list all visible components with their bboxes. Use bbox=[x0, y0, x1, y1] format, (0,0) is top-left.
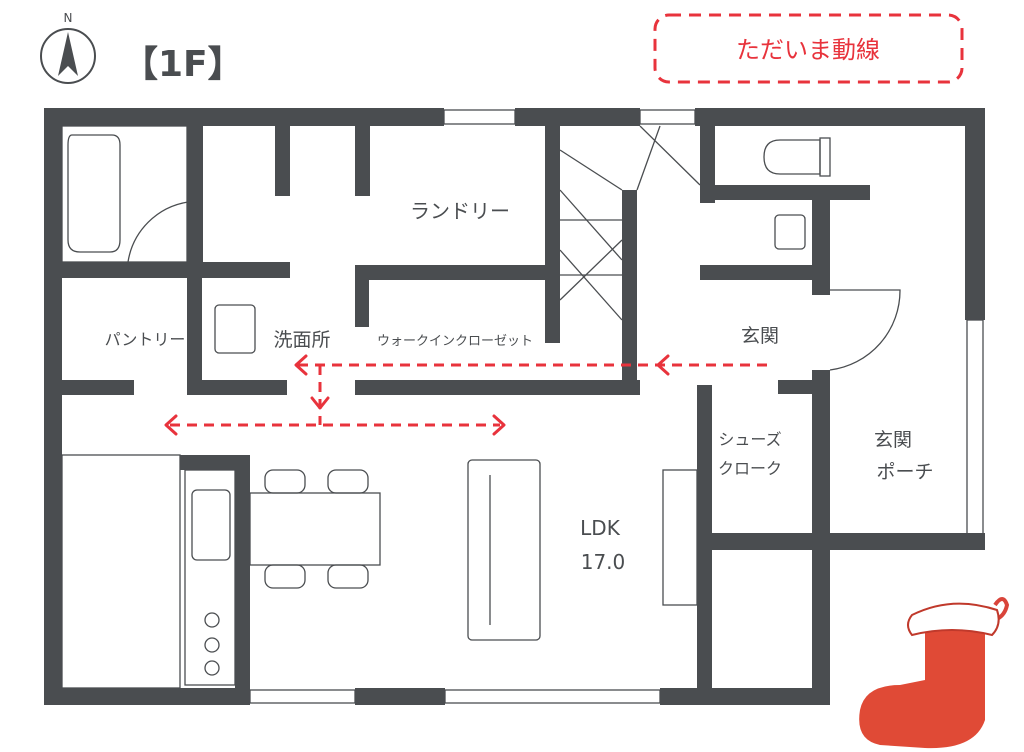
toilet bbox=[763, 137, 831, 177]
room-label-pantry: パントリー bbox=[105, 330, 186, 349]
christmas-stocking-icon bbox=[859, 597, 1010, 749]
sofa bbox=[467, 459, 541, 641]
north-compass-icon bbox=[40, 28, 96, 84]
room-label-shoe-cloak-2: クローク bbox=[718, 459, 782, 478]
room-label-laundry: ランドリー bbox=[410, 199, 510, 223]
room-label-porch-2: ポーチ bbox=[876, 461, 933, 483]
room-label-porch-1: 玄関 bbox=[874, 429, 912, 451]
tv-board bbox=[662, 469, 698, 606]
north-label: N bbox=[64, 11, 73, 25]
windows bbox=[249, 109, 984, 704]
tadaima-route bbox=[164, 354, 770, 436]
room-label-shoe-cloak-1: シューズ bbox=[718, 430, 781, 449]
entrance-door bbox=[829, 289, 901, 371]
kitchen bbox=[61, 454, 236, 689]
stairs bbox=[559, 125, 701, 321]
bathtub bbox=[61, 125, 189, 263]
floor-label: 【1F】 bbox=[122, 44, 244, 85]
route-legend-box bbox=[653, 13, 964, 84]
walls bbox=[44, 108, 985, 705]
wash-basin bbox=[214, 304, 256, 354]
room-label-entrance: 玄関 bbox=[741, 325, 779, 347]
room-label-ldk: LDK bbox=[580, 516, 621, 540]
room-label-walk-in-closet: ウォークインクローゼット bbox=[377, 334, 533, 349]
room-label-ldk-size: 17.0 bbox=[581, 550, 626, 574]
dining-table bbox=[249, 469, 381, 589]
hand-sink bbox=[774, 214, 806, 250]
room-label-washroom: 洗面所 bbox=[273, 329, 330, 351]
route-legend-label: ただいま動線 bbox=[736, 36, 880, 64]
